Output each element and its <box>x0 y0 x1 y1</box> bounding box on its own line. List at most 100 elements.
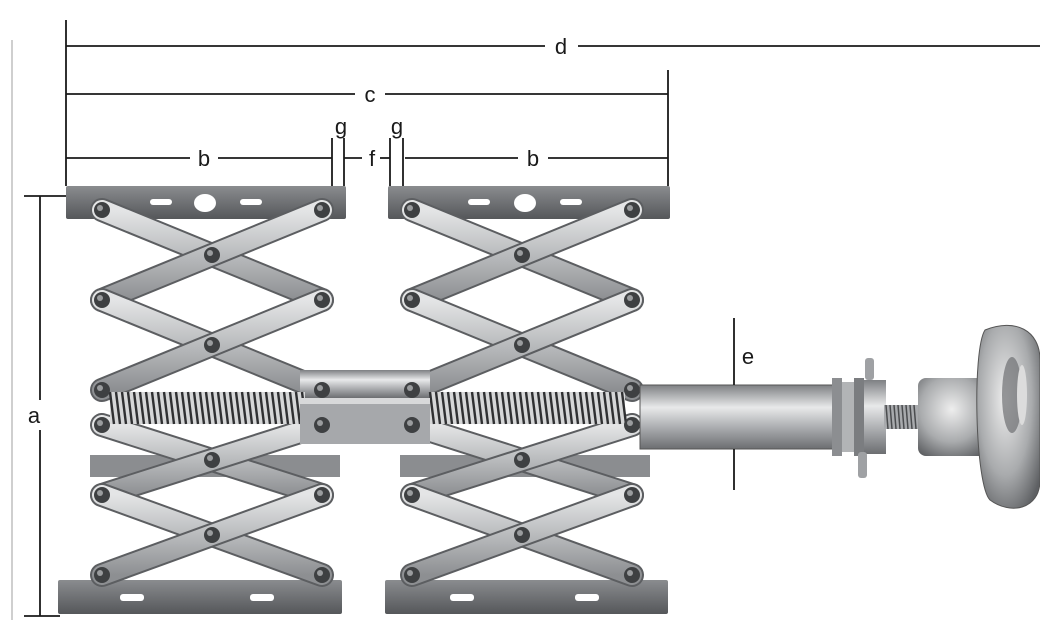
rivet-highlight <box>317 205 323 211</box>
spring-coil <box>476 391 484 425</box>
dimension-label-g-left: g <box>335 114 347 139</box>
rivet-highlight <box>97 295 103 301</box>
dimension-label-a: a <box>28 403 41 428</box>
thread-groove <box>905 404 909 430</box>
rivet-highlight <box>627 295 633 301</box>
rivet-highlight <box>97 570 103 576</box>
spring-coil <box>270 391 278 425</box>
spring-coil <box>458 391 466 425</box>
spring-coil <box>554 391 562 425</box>
spring-coil <box>620 391 628 425</box>
threaded-rod <box>884 404 920 430</box>
spring-coil <box>246 391 254 425</box>
spring-coil <box>518 391 526 425</box>
spring-coil <box>132 391 140 425</box>
rivet-highlight <box>97 385 103 391</box>
rivet-highlight <box>317 385 323 391</box>
spring-coil <box>440 391 448 425</box>
spring-coil <box>222 391 230 425</box>
spring-coil <box>446 391 454 425</box>
rivet-highlight <box>407 420 413 426</box>
rivet-highlight <box>407 295 413 301</box>
top-plate-left <box>66 186 346 219</box>
spring-coil <box>114 391 122 425</box>
rivet-highlight <box>407 490 413 496</box>
rivets <box>94 202 640 583</box>
thread-groove <box>901 404 905 430</box>
thread-groove <box>913 404 917 430</box>
spring-coil <box>434 391 442 425</box>
rivet-highlight <box>627 570 633 576</box>
spring-coil <box>228 391 236 425</box>
spring-coil <box>288 391 296 425</box>
rivet-highlight <box>97 490 103 496</box>
spring-coil <box>614 391 622 425</box>
rivet-highlight <box>517 340 523 346</box>
spring-coil <box>530 391 538 425</box>
spring-coil <box>560 391 568 425</box>
dimension-label-e: e <box>742 344 754 369</box>
spring-coil <box>524 391 532 425</box>
rivet-highlight <box>317 490 323 496</box>
spring-coil <box>512 391 520 425</box>
dimension-label-c: c <box>365 82 376 107</box>
rivet-highlight <box>207 455 213 461</box>
screw-shaft <box>639 358 886 478</box>
rivet-highlight <box>317 295 323 301</box>
spring-coil <box>186 391 194 425</box>
clamp-illustration <box>11 40 1040 620</box>
spring-coil <box>548 391 556 425</box>
rivet-highlight <box>627 420 633 426</box>
thread-groove <box>885 404 889 430</box>
spring-coil <box>234 391 242 425</box>
spring-coil <box>210 391 218 425</box>
spring-coil <box>144 391 152 425</box>
spring-coil <box>150 391 158 425</box>
spring-coil <box>596 391 604 425</box>
spring-coil <box>180 391 188 425</box>
spring-coil <box>494 391 502 425</box>
spring-coil <box>536 391 544 425</box>
spring-coil <box>120 391 128 425</box>
spring-coil <box>126 391 134 425</box>
dimension-label-f: f <box>369 146 376 171</box>
spring-coil <box>276 391 284 425</box>
dimension-label-b-right: b <box>527 146 539 171</box>
spring-coil <box>294 391 302 425</box>
spring-coil <box>428 391 436 425</box>
spring-coil <box>464 391 472 425</box>
spring-coil <box>168 391 176 425</box>
dimension-label-g-right: g <box>391 114 403 139</box>
spring-coil <box>506 391 514 425</box>
spring-coil <box>162 391 170 425</box>
spring-coil <box>204 391 212 425</box>
dimension-lines: d c b b g g f a e <box>24 20 1040 617</box>
spring-coil <box>252 391 260 425</box>
thread-groove <box>889 404 893 430</box>
spring-coil <box>566 391 574 425</box>
spring-coil <box>174 391 182 425</box>
spring-coil <box>258 391 266 425</box>
rivet-highlight <box>407 385 413 391</box>
spring-coil <box>216 391 224 425</box>
rivet-highlight <box>207 340 213 346</box>
rivet-highlight <box>627 385 633 391</box>
rivet-highlight <box>627 205 633 211</box>
spring-coil <box>156 391 164 425</box>
spring-coil <box>282 391 290 425</box>
rivet-highlight <box>517 530 523 536</box>
spring-coil <box>198 391 206 425</box>
rivet-highlight <box>317 570 323 576</box>
thread-groove <box>893 404 897 430</box>
rivet-highlight <box>407 570 413 576</box>
spring-coil <box>608 391 616 425</box>
rivet-highlight <box>207 530 213 536</box>
spring-coil <box>578 391 586 425</box>
spring-coil <box>192 391 200 425</box>
tension-springs <box>108 391 628 425</box>
rivet-highlight <box>407 205 413 211</box>
spring-coil <box>500 391 508 425</box>
spring-coil <box>602 391 610 425</box>
